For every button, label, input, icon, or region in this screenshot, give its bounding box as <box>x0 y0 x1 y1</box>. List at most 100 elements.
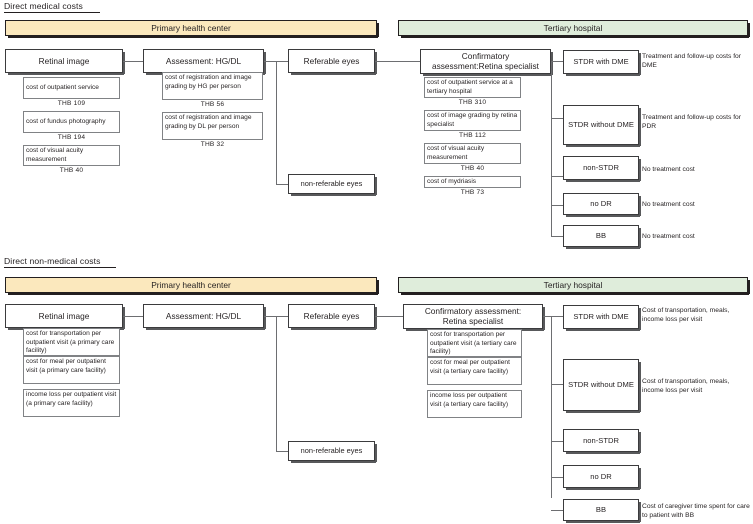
cost-value: THB 109 <box>57 100 86 107</box>
cost-box: cost of registration and image grading b… <box>162 72 263 100</box>
branch-line <box>551 384 563 385</box>
node-confirmatory-assessment-non-medical[interactable]: Confirmatory assessment: Retina speciali… <box>403 304 545 331</box>
cost-label: cost of visual acuity measurement <box>26 147 84 163</box>
outcome-label: BB <box>595 505 607 515</box>
connector-to-referable <box>276 316 288 317</box>
outcome-stdr-without-dme-medical[interactable]: STDR without DME <box>563 105 641 147</box>
outcome-bb-non-medical[interactable]: BB <box>563 499 641 523</box>
outcome-label: STDR without DME <box>568 380 634 390</box>
section-title-text: Direct non-medical costs <box>4 256 101 266</box>
title-underline <box>4 12 100 13</box>
section-title-direct-non-medical: Direct non-medical costs <box>4 256 134 268</box>
branch-line <box>551 477 563 478</box>
node-label: non-referable eyes <box>300 179 363 189</box>
branch-line <box>551 176 563 177</box>
branch-line <box>551 316 563 317</box>
title-underline <box>4 267 116 268</box>
outcome-label: no DR <box>590 199 612 209</box>
node-non-referable-eyes-medical[interactable]: non-referable eyes <box>288 174 377 196</box>
cost-box: cost of outpatient service <box>23 77 120 99</box>
outcome-note-text: Cost of transportation, meals, income lo… <box>642 378 730 395</box>
cost-box: cost for meal per outpatient visit (a pr… <box>23 356 120 384</box>
connector-referable-to-confirmatory <box>375 61 420 62</box>
outcome-label: non-STDR <box>583 435 619 445</box>
outcome-stdr-without-dme-non-medical[interactable]: STDR without DME <box>563 359 641 413</box>
cost-label: cost of fundus photography <box>26 117 106 125</box>
cost-value: THB 40 <box>460 165 485 172</box>
outcome-non-stdr-medical[interactable]: non-STDR <box>563 156 641 182</box>
branch-line <box>551 510 563 511</box>
cost-box: cost of visual acuity measurement <box>23 145 120 166</box>
cost-label: cost of outpatient service at a tertiary… <box>427 79 513 95</box>
connector-referable-to-confirmatory <box>375 316 403 317</box>
connector-to-non-referable <box>276 451 288 452</box>
connector-assessment-out <box>264 316 276 317</box>
node-referable-eyes-medical[interactable]: Referable eyes <box>288 49 377 75</box>
branch-line <box>551 61 563 62</box>
connector-outcome-trunk <box>551 61 552 236</box>
outcome-bb-medical[interactable]: BB <box>563 225 641 249</box>
branch-line <box>551 441 563 442</box>
node-retinal-image-non-medical[interactable]: Retinal image <box>5 304 125 330</box>
connector-to-non-referable <box>276 184 288 185</box>
cost-box: cost of fundus photography <box>23 111 120 133</box>
outcome-note-text: Treatment and follow-up costs for PDR <box>642 114 741 131</box>
node-label-line2: Retina specialist <box>442 315 504 326</box>
cost-box: cost of mydriasis <box>424 176 521 188</box>
outcome-note-text: Treatment and follow-up costs for DME <box>642 53 741 70</box>
cost-label: cost of registration and image grading b… <box>165 114 252 130</box>
outcome-non-stdr-non-medical[interactable]: non-STDR <box>563 429 641 454</box>
cost-box: cost of visual acuity measurement <box>424 143 521 164</box>
banner-label: Primary health center <box>151 280 231 290</box>
cost-value: THB 56 <box>200 101 225 108</box>
outcome-note-text: No treatment cost <box>642 233 695 240</box>
cost-label: cost for meal per outpatient visit (a te… <box>430 359 510 375</box>
outcome-note-text: No treatment cost <box>642 201 695 208</box>
node-label: non-referable eyes <box>300 446 363 456</box>
cost-label: cost of outpatient service <box>26 83 99 91</box>
cost-value: THB 40 <box>59 167 84 174</box>
section-title-text: Direct medical costs <box>4 1 83 11</box>
node-assessment-hg-dl-medical[interactable]: Assessment: HG/DL <box>143 49 266 75</box>
outcome-note: Cost of caregiver time spent for care to… <box>642 502 752 520</box>
banner-primary-health-center-medical: Primary health center <box>5 20 379 38</box>
branch-line <box>551 236 563 237</box>
node-label: Referable eyes <box>303 310 360 321</box>
branch-line <box>551 118 563 119</box>
cost-box: income loss per outpatient visit (a tert… <box>427 390 522 418</box>
outcome-label: STDR without DME <box>568 120 634 130</box>
node-label-line1: Confirmatory <box>461 50 510 61</box>
node-confirmatory-assessment-medical[interactable]: Confirmatory assessment:Retina specialis… <box>420 49 553 76</box>
node-label: Assessment: HG/DL <box>165 310 242 321</box>
cost-value: THB 73 <box>460 189 485 196</box>
banner-label: Tertiary hospital <box>543 280 603 290</box>
outcome-label: STDR with DME <box>573 312 629 322</box>
outcome-note: Cost of transportation, meals, income lo… <box>642 377 752 395</box>
outcome-stdr-with-dme-non-medical[interactable]: STDR with DME <box>563 305 641 331</box>
node-assessment-hg-dl-non-medical[interactable]: Assessment: HG/DL <box>143 304 266 330</box>
outcome-no-dr-medical[interactable]: no DR <box>563 193 641 217</box>
cost-label: cost for meal per outpatient visit (a pr… <box>26 358 106 374</box>
outcome-note-text: Cost of transportation, meals, income lo… <box>642 307 730 324</box>
outcome-note: No treatment cost <box>642 232 750 241</box>
cost-box: income loss per outpatient visit (a prim… <box>23 389 120 417</box>
connector-split-trunk <box>276 61 277 185</box>
connector-assessment-out <box>264 61 276 62</box>
outcome-label: no DR <box>590 471 612 481</box>
section-title-direct-medical: Direct medical costs <box>4 1 114 13</box>
outcome-label: non-STDR <box>583 163 619 173</box>
cost-label: cost for transportation per outpatient v… <box>26 330 115 355</box>
node-label: Assessment: HG/DL <box>165 55 242 66</box>
cost-box: cost for transportation per outpatient v… <box>427 329 522 357</box>
outcome-no-dr-non-medical[interactable]: no DR <box>563 465 641 490</box>
outcome-label: STDR with DME <box>573 57 629 67</box>
node-retinal-image-medical[interactable]: Retinal image <box>5 49 125 75</box>
outcome-stdr-with-dme-medical[interactable]: STDR with DME <box>563 50 641 76</box>
node-referable-eyes-non-medical[interactable]: Referable eyes <box>288 304 377 330</box>
banner-tertiary-hospital-medical: Tertiary hospital <box>398 20 750 38</box>
connector-retinal-to-assessment <box>123 61 143 62</box>
cost-label: cost of visual acuity measurement <box>427 145 485 161</box>
node-non-referable-eyes-non-medical[interactable]: non-referable eyes <box>288 441 377 463</box>
cost-label: cost of image grading by retina speciali… <box>427 112 518 128</box>
branch-line <box>551 205 563 206</box>
